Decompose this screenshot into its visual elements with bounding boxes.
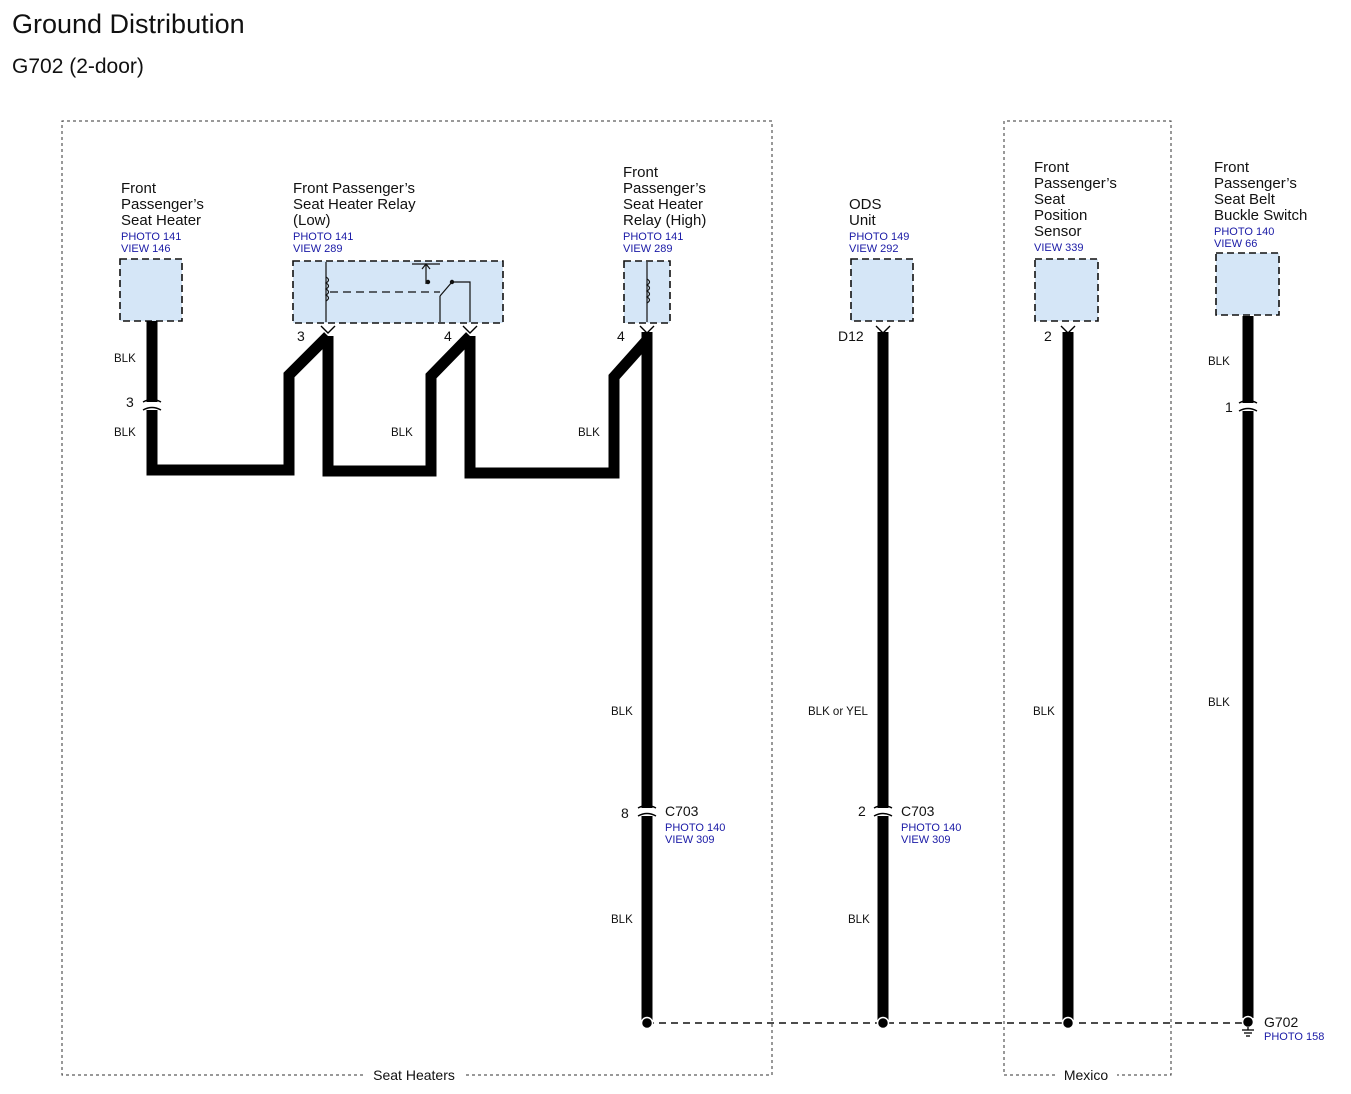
c703-right-photo-ref: PHOTO 140 xyxy=(901,822,961,834)
buckle-switch-photo-ref: PHOTO 140 xyxy=(1214,226,1274,238)
c703-right-name: C703 xyxy=(901,803,935,819)
relay-high-label: Front Passenger’s Seat Heater Relay (Hig… xyxy=(623,164,710,229)
wire-relay-low-to-high xyxy=(464,336,652,479)
seat-heater-label: Front Passenger’s Seat Heater xyxy=(121,180,208,229)
component-relay-low: Front Passenger’s Seat Heater Relay (Low… xyxy=(292,180,504,344)
wire-label-ods-upper: BLK or YEL xyxy=(808,706,868,718)
c703-left-name: C703 xyxy=(665,803,699,819)
ground-splices xyxy=(640,1015,1255,1030)
seat-position-sensor-box xyxy=(1034,258,1099,322)
seat-position-sensor-view-ref: VIEW 339 xyxy=(1034,242,1084,254)
buckle-switch-box xyxy=(1215,252,1280,316)
wire-label-heater-upper: BLK xyxy=(114,353,136,365)
group-label-mexico: Mexico xyxy=(1064,1067,1109,1083)
seat-heater-view-ref: VIEW 146 xyxy=(121,243,171,255)
relay-low-label: Front Passenger’s Seat Heater Relay (Low… xyxy=(293,180,420,229)
wire-label-relay-high-jump: BLK xyxy=(578,427,600,439)
buckle-switch-view-ref: VIEW 66 xyxy=(1214,238,1257,250)
buckle-switch-label: Front Passenger’s Seat Belt Buckle Switc… xyxy=(1214,159,1307,224)
wire-label-main-upper: BLK xyxy=(611,706,633,718)
component-seat-position-sensor: Front Passenger’s Seat Position Sensor V… xyxy=(1034,159,1121,344)
c703-connector-left xyxy=(637,804,657,817)
component-seat-heater: Front Passenger’s Seat Heater PHOTO 141 … xyxy=(119,180,208,322)
relay-low-pin-left: 3 xyxy=(297,328,305,344)
ods-unit-photo-ref: PHOTO 149 xyxy=(849,231,909,243)
seat-heater-box xyxy=(119,258,183,322)
wire-relay-low-jumper xyxy=(322,332,474,477)
relay-high-coil-symbol xyxy=(645,262,651,322)
c703-left-photo-ref: PHOTO 140 xyxy=(665,822,725,834)
ground-photo-ref: PHOTO 158 xyxy=(1264,1031,1324,1043)
wire-heater-to-relay-low xyxy=(146,321,332,476)
page-subtitle: G702 (2-door) xyxy=(12,55,144,78)
c703-left-view-ref: VIEW 309 xyxy=(665,834,715,846)
component-buckle-switch: Front Passenger’s Seat Belt Buckle Switc… xyxy=(1214,159,1307,316)
c703-right-view-ref: VIEW 309 xyxy=(901,834,951,846)
seat-heater-inline-pin: 3 xyxy=(126,394,134,410)
relay-high-pin: 4 xyxy=(617,328,625,344)
relay-low-photo-ref: PHOTO 141 xyxy=(293,231,353,243)
page-title: Ground Distribution xyxy=(12,9,245,39)
wire-color-labels: BLK BLK BLK BLK BLK BLK BLK or YEL BLK B… xyxy=(114,353,1230,926)
ods-unit-view-ref: VIEW 292 xyxy=(849,243,899,255)
relay-low-pin-right: 4 xyxy=(444,328,452,344)
relay-low-switch-symbol xyxy=(412,263,471,322)
wire-label-main-lower: BLK xyxy=(611,914,633,926)
seat-heater-photo-ref: PHOTO 141 xyxy=(121,231,181,243)
wire-label-heater-lower: BLK xyxy=(114,427,136,439)
component-ods-unit: ODS Unit PHOTO 149 VIEW 292 D12 xyxy=(838,196,914,344)
relay-high-view-ref: VIEW 289 xyxy=(623,243,673,255)
c703-left-pin: 8 xyxy=(621,805,629,821)
wire-label-relay-low-mid: BLK xyxy=(391,427,413,439)
inline-connector-heater xyxy=(142,398,162,411)
group-label-seat-heaters: Seat Heaters xyxy=(373,1067,455,1083)
buckle-inline-pin: 1 xyxy=(1225,399,1233,415)
inline-connector-buckle xyxy=(1238,399,1258,412)
c703-right-pin: 2 xyxy=(858,803,866,819)
relay-low-coil-symbol xyxy=(324,262,440,322)
ground-icon xyxy=(1242,1027,1254,1037)
group-mexico: Mexico xyxy=(1003,120,1172,1083)
ods-unit-box xyxy=(850,258,914,322)
wire-label-sensor: BLK xyxy=(1033,706,1055,718)
wire-label-buckle-lower: BLK xyxy=(1208,697,1230,709)
wire-label-ods-lower: BLK xyxy=(848,914,870,926)
group-seat-heaters: Seat Heaters xyxy=(61,120,773,1083)
wire-label-buckle-upper: BLK xyxy=(1208,356,1230,368)
wires xyxy=(146,316,1254,1020)
pin-terminals xyxy=(320,325,1076,334)
ground-name: G702 xyxy=(1264,1014,1298,1030)
relay-high-photo-ref: PHOTO 141 xyxy=(623,231,683,243)
seat-position-sensor-label: Front Passenger’s Seat Position Sensor xyxy=(1034,159,1121,240)
relay-low-view-ref: VIEW 289 xyxy=(293,243,343,255)
ods-unit-pin: D12 xyxy=(838,328,864,344)
seat-position-sensor-pin: 2 xyxy=(1044,328,1052,344)
c703-connector-right xyxy=(873,804,893,817)
ods-unit-label: ODS Unit xyxy=(849,196,886,229)
component-relay-high: Front Passenger’s Seat Heater Relay (Hig… xyxy=(617,164,710,344)
